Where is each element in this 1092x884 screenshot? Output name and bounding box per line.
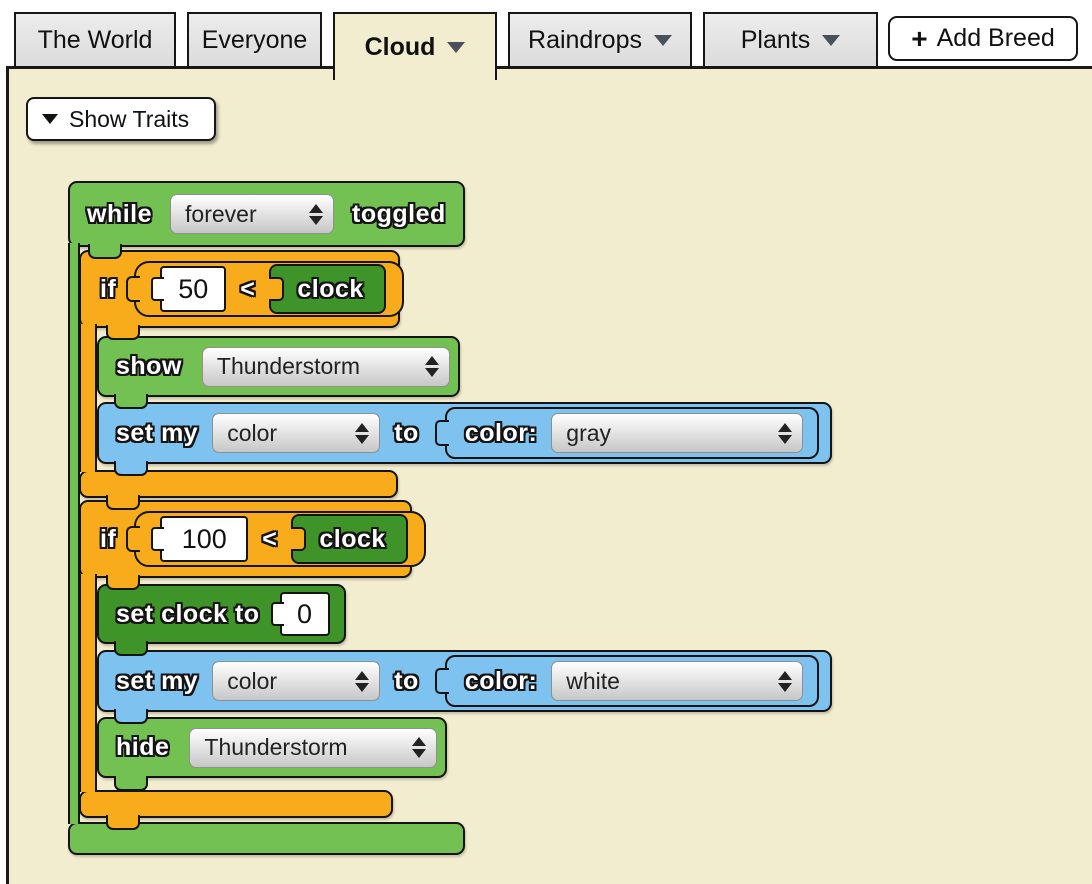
tab-plants[interactable]: Plants	[703, 12, 878, 68]
stepper-arrows-icon	[778, 671, 792, 692]
color-expression-block[interactable]: color: white	[445, 655, 819, 707]
connector-tab	[114, 709, 148, 724]
number-value: 0	[297, 599, 312, 630]
stepper-arrows-icon	[355, 671, 369, 692]
dropdown-value: forever	[185, 201, 257, 228]
if-block-2-header[interactable]: if 100 < clock	[79, 500, 412, 578]
stepper-arrows-icon	[412, 737, 426, 758]
less-than-operator: <	[262, 525, 277, 554]
number-value: 100	[182, 524, 227, 555]
chevron-down-icon	[42, 114, 58, 124]
tab-label: Cloud	[365, 33, 436, 62]
clock-reporter-block[interactable]: clock	[291, 514, 407, 564]
trait-dropdown[interactable]: color	[212, 661, 380, 701]
chevron-down-icon	[822, 35, 840, 46]
tab-label: Plants	[741, 26, 810, 55]
connector-tab	[88, 244, 122, 259]
stepper-arrows-icon	[425, 356, 439, 377]
show-traits-button[interactable]: Show Traits	[26, 97, 216, 141]
tab-label: Raindrops	[528, 26, 642, 55]
dropdown-value: Thunderstorm	[217, 353, 360, 380]
number-value: 50	[178, 274, 208, 305]
if-keyword: if	[100, 525, 116, 554]
reporter-label: clock	[297, 275, 363, 304]
dropdown-value: white	[566, 668, 620, 695]
if-block-2-spine	[79, 574, 97, 792]
tab-raindrops[interactable]: Raindrops	[508, 12, 692, 68]
set-clock-block[interactable]: set clock to 0	[97, 584, 346, 644]
less-than-operator: <	[240, 275, 255, 304]
color-expression-block[interactable]: color: gray	[445, 407, 819, 459]
chevron-down-icon	[654, 35, 672, 46]
color-value-dropdown[interactable]: gray	[551, 413, 803, 453]
to-label: to	[394, 667, 419, 696]
set-my-keyword: set my	[116, 419, 198, 448]
show-block[interactable]: show Thunderstorm	[97, 336, 460, 397]
set-color-block-white[interactable]: set my color to color: white	[97, 650, 832, 712]
set-color-block-gray[interactable]: set my color to color: gray	[97, 402, 832, 464]
hide-block[interactable]: hide Thunderstorm	[97, 717, 447, 778]
stepper-arrows-icon	[309, 204, 323, 225]
color-keyword: color:	[465, 667, 537, 696]
connector-tab	[106, 495, 140, 510]
add-breed-button[interactable]: + Add Breed	[888, 16, 1078, 61]
connector-tab	[114, 461, 148, 476]
trait-dropdown[interactable]: color	[212, 413, 380, 453]
connector-tab	[106, 325, 140, 340]
number-input[interactable]: 50	[160, 266, 226, 312]
tab-the-world[interactable]: The World	[14, 12, 176, 68]
connector-tab	[114, 776, 148, 791]
dropdown-value: Thunderstorm	[204, 734, 347, 761]
stepper-arrows-icon	[355, 423, 369, 444]
plus-icon: +	[911, 25, 927, 53]
tab-label: Everyone	[202, 26, 308, 55]
connector-tab	[106, 815, 140, 830]
connector-tab	[106, 575, 140, 590]
clock-reporter-block[interactable]: clock	[269, 264, 385, 314]
while-condition-dropdown[interactable]: forever	[170, 194, 334, 234]
if-1-condition[interactable]: 50 < clock	[134, 261, 404, 317]
if-block-2-footer	[79, 790, 393, 818]
while-keyword: while	[87, 200, 152, 229]
show-keyword: show	[116, 352, 182, 381]
color-value-dropdown[interactable]: white	[551, 661, 803, 701]
tab-label: The World	[38, 26, 153, 55]
hide-keyword: hide	[116, 733, 169, 762]
chevron-down-icon	[447, 42, 465, 53]
if-block-1-header[interactable]: if 50 < clock	[79, 250, 400, 328]
if-2-condition[interactable]: 100 < clock	[134, 511, 426, 567]
dropdown-value: color	[227, 420, 277, 447]
number-input[interactable]: 0	[280, 592, 330, 636]
toggled-label: toggled	[352, 200, 446, 229]
if-keyword: if	[100, 275, 116, 304]
reporter-label: clock	[319, 525, 385, 554]
set-my-keyword: set my	[116, 667, 198, 696]
tab-cloud[interactable]: Cloud	[333, 12, 497, 80]
while-block-header[interactable]: while forever toggled	[68, 181, 465, 247]
dropdown-value: color	[227, 668, 277, 695]
shape-dropdown[interactable]: Thunderstorm	[189, 728, 437, 768]
color-keyword: color:	[465, 419, 537, 448]
add-breed-label: Add Breed	[937, 24, 1055, 53]
connector-tab	[114, 394, 148, 409]
show-traits-label: Show Traits	[69, 106, 189, 133]
shape-dropdown[interactable]: Thunderstorm	[202, 347, 450, 387]
number-input[interactable]: 100	[160, 516, 248, 562]
if-block-1-spine	[79, 324, 97, 472]
connector-tab	[114, 641, 148, 656]
stepper-arrows-icon	[778, 423, 792, 444]
set-clock-keyword: set clock to	[116, 600, 260, 629]
dropdown-value: gray	[566, 420, 611, 447]
tab-everyone[interactable]: Everyone	[187, 12, 322, 68]
to-label: to	[394, 419, 419, 448]
